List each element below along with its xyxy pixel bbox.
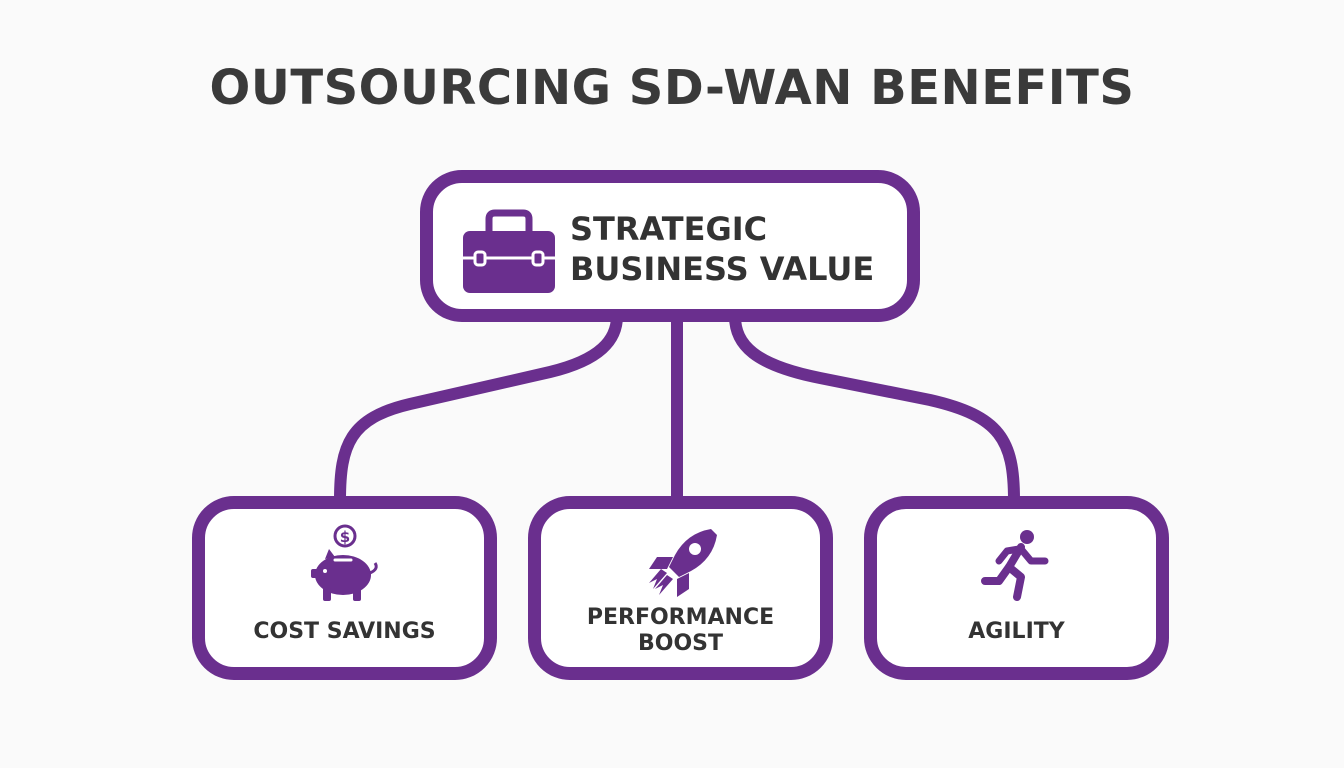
root-node-label-line2: BUSINESS VALUE	[570, 250, 875, 288]
piggy-bank-icon: $	[310, 524, 378, 601]
diagram-title: OUTSOURCING SD-WAN BENEFITS	[209, 60, 1135, 116]
agility-label: AGILITY	[968, 619, 1065, 644]
child-node-performance-boost: PERFORMANCE BOOST	[528, 496, 833, 680]
root-node-strategic-business-value: STRATEGIC BUSINESS VALUE	[420, 170, 920, 322]
performance-boost-label-line1: PERFORMANCE	[586, 605, 775, 630]
briefcase-icon	[463, 209, 555, 293]
svg-text:$: $	[339, 528, 349, 546]
root-node-label-line1: STRATEGIC	[570, 210, 768, 248]
connector-root-to-cost-savings	[334, 310, 623, 506]
performance-boost-label-line2: BOOST	[637, 631, 724, 656]
running-person-icon	[980, 530, 1048, 601]
child-node-agility: AGILITY	[864, 496, 1169, 680]
cost-savings-label: COST SAVINGS	[253, 619, 436, 644]
child-node-cost-savings: $ COST SAVINGS	[192, 496, 497, 680]
rocket-icon	[648, 529, 717, 597]
root-node-label: STRATEGIC BUSINESS VALUE	[570, 209, 874, 289]
performance-boost-label: PERFORMANCE BOOST	[541, 605, 820, 657]
connector-root-to-agility	[729, 310, 1020, 506]
